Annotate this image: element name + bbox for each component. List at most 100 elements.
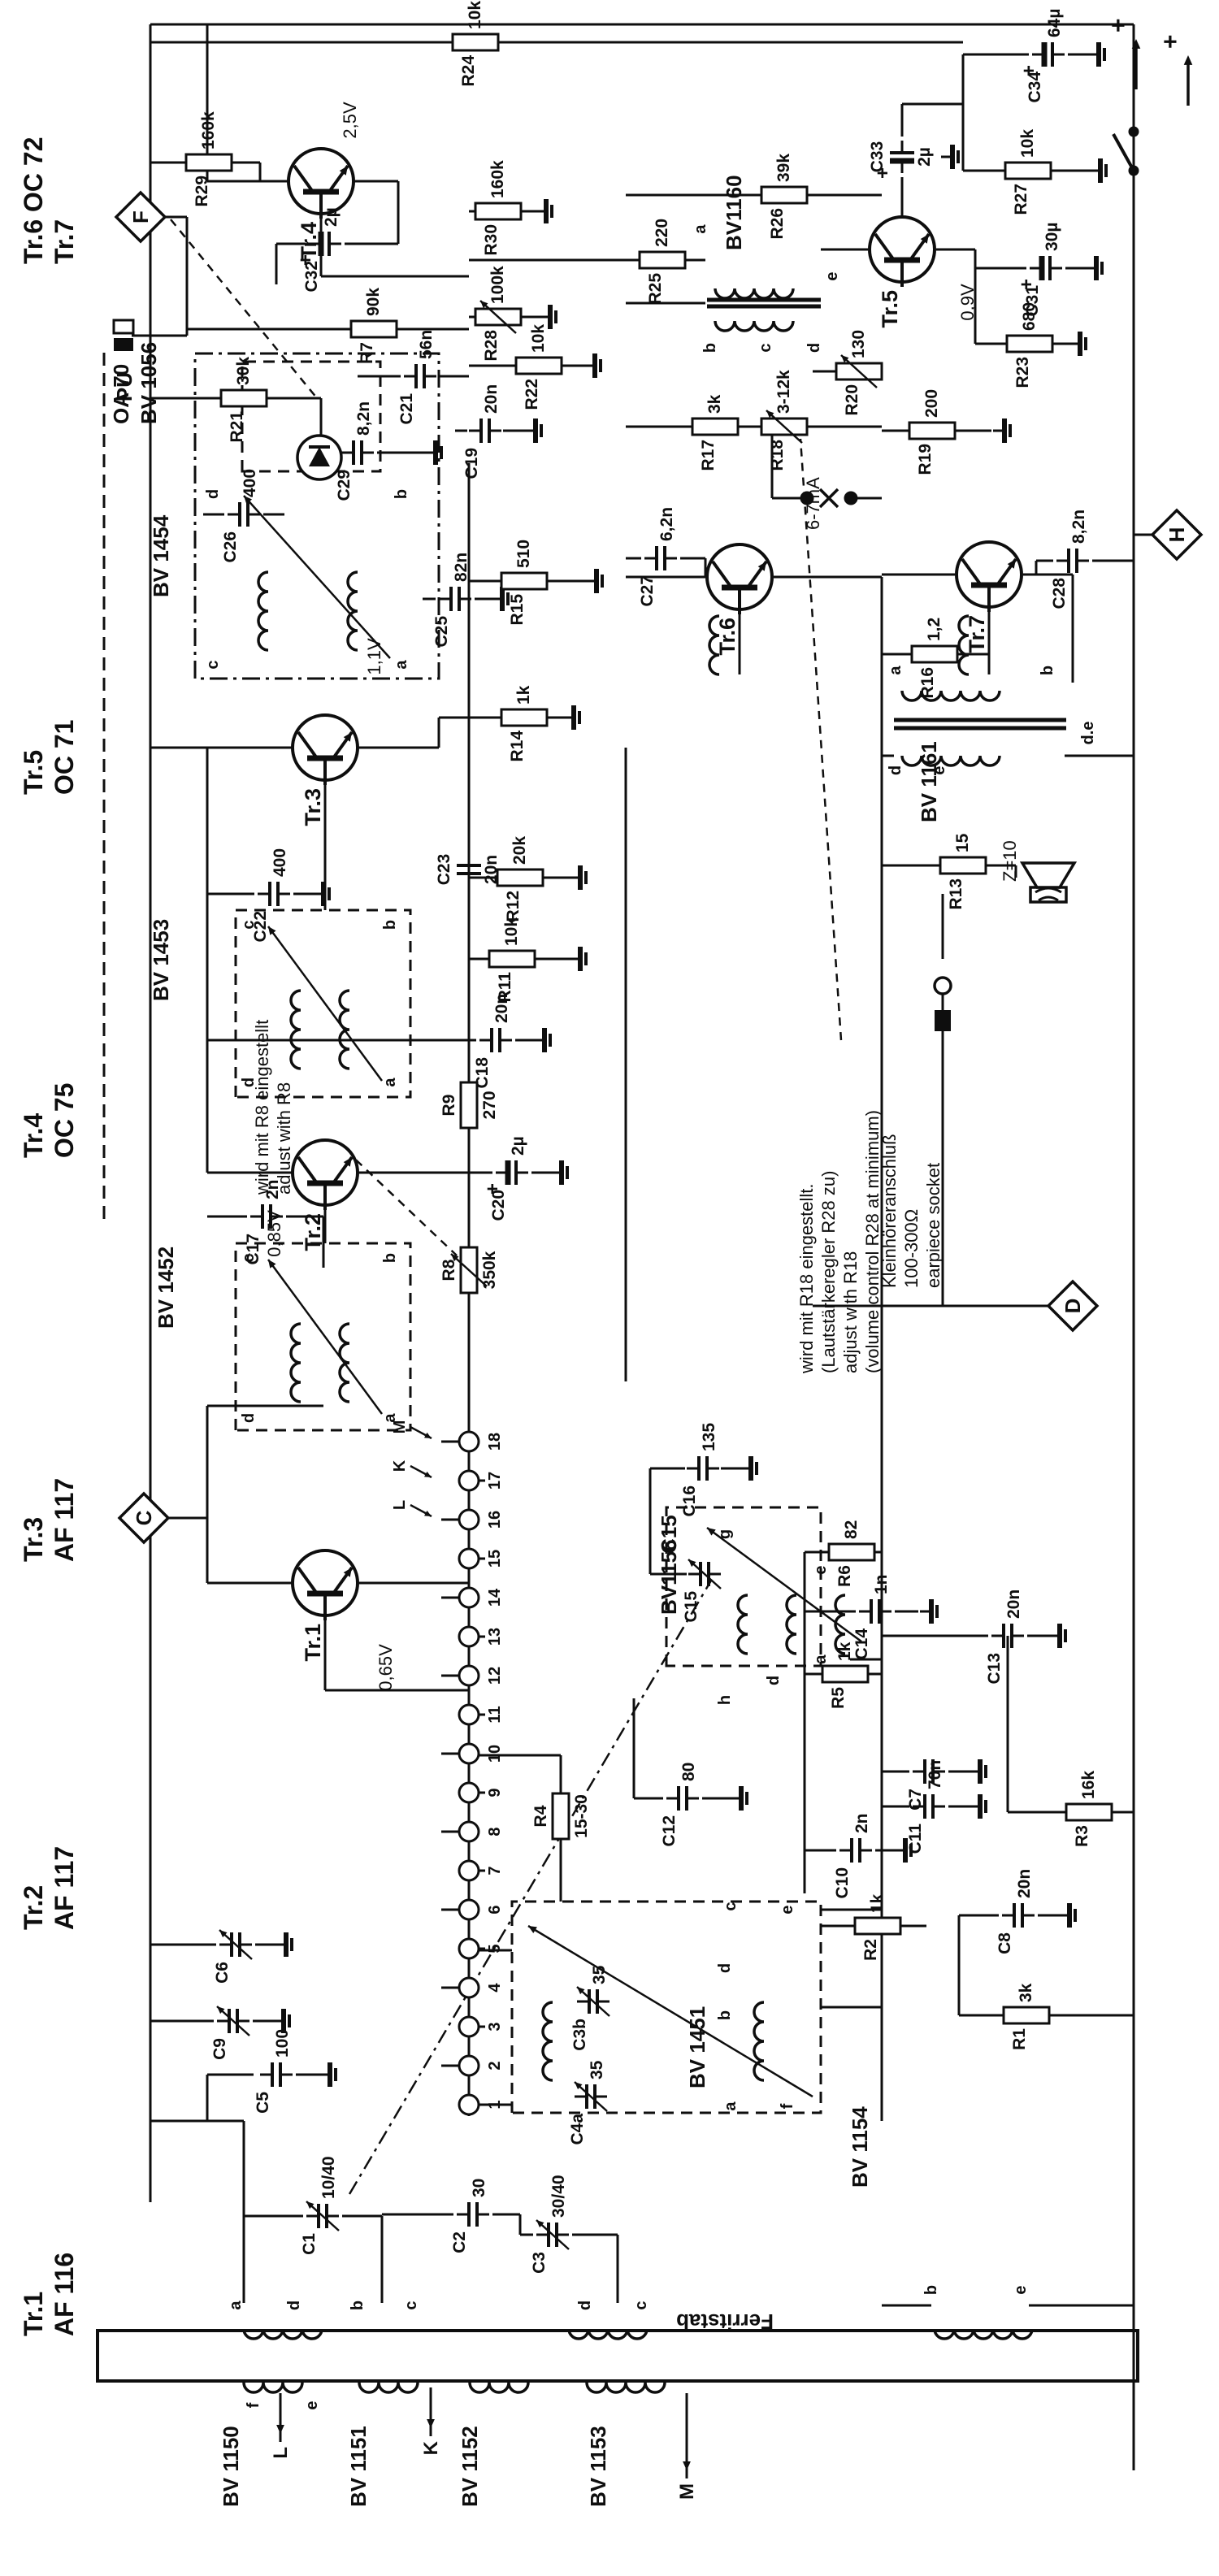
cap-value: 20n (1015, 1869, 1034, 1898)
resistor-value: 15-30 (572, 1794, 591, 1838)
transistor-name: Tr.4 (297, 222, 321, 260)
pin-letter: a (381, 1413, 399, 1423)
connection-diamond-F (114, 190, 167, 244)
arrowhead-icon (920, 234, 929, 244)
arrowhead-icon (766, 410, 774, 418)
terminal-number: 16 (486, 1511, 504, 1529)
module-box (510, 1900, 822, 2114)
resistor-R14 (500, 708, 549, 727)
terminal-1 (458, 2093, 480, 2116)
pin-letter: c (632, 2301, 650, 2309)
annotation-earpiece: Kleinhöreranschluß (879, 1134, 900, 1288)
core-adjust-arrow (706, 1526, 862, 1643)
resistor-R6 (827, 1542, 876, 1562)
resistor-value: 100k (488, 266, 507, 304)
pin-letter: K (391, 1459, 409, 1472)
pin-letter: a (692, 224, 709, 234)
cap-value: 80 (679, 1763, 698, 1781)
transistor-collector (297, 731, 319, 760)
resistor-id: R17 (699, 440, 718, 471)
resistor-body (1065, 1802, 1113, 1822)
ground-icon (748, 1456, 758, 1481)
jack-plug (935, 1010, 951, 1031)
resistor-body (184, 153, 233, 172)
cap-id: C22 (251, 911, 270, 943)
pin-letter: d (204, 489, 222, 499)
arrowhead-icon (424, 1471, 432, 1477)
meter-x (818, 488, 839, 509)
annotation-speaker-impedance: Z=10 (1000, 840, 1020, 882)
terminal-16 (458, 1508, 480, 1531)
ground-icon (1057, 1624, 1067, 1648)
annotation-r18-adjust: (Lautstärkeregler R28 zu) (818, 1171, 839, 1373)
pin-letter: b (381, 1253, 399, 1263)
pin-letter: d (576, 2301, 594, 2310)
pin-letter: g (716, 1529, 734, 1539)
resistor-body (1005, 334, 1054, 353)
cap-value: 20n (482, 855, 501, 884)
cap-id: C5 (254, 2092, 272, 2114)
resistor-id: R29 (193, 176, 211, 207)
terminal-number: 1 (486, 2100, 504, 2109)
module-label: BV 1153 (586, 2426, 610, 2507)
resistor-value: 39k (774, 154, 793, 182)
pin-letter: e (779, 1905, 796, 1914)
resistor-R9 (459, 1081, 479, 1130)
cap-value: 30µ (1043, 223, 1061, 251)
ground-icon (1094, 256, 1104, 280)
ground-icon (544, 199, 553, 223)
leadout-K: K (420, 2440, 442, 2455)
terminal-number: 10 (486, 1745, 504, 1763)
polarity-plus: + (1018, 65, 1040, 76)
pin-letter: h (716, 1695, 734, 1705)
pu-pad (114, 338, 133, 351)
ground-icon (533, 418, 543, 443)
resistor-R1 (1002, 2006, 1051, 2025)
battery-plus: + (1157, 34, 1184, 49)
pin-letter: b (716, 2010, 734, 2020)
resistor-value: 10k (466, 1, 484, 29)
pin-letter: e (303, 2400, 321, 2409)
cap-value: 400 (241, 469, 259, 497)
terminal-3 (458, 2015, 480, 2038)
resistor-value: 1k (868, 1893, 887, 1913)
capacitor-C18 (490, 1028, 501, 1052)
module-label: BV 1453 (149, 919, 173, 1001)
resistor-value: 350k (480, 1251, 499, 1289)
pin-letter: c (402, 2301, 420, 2309)
resistor-body (496, 868, 544, 887)
annotation-r18-adjust: adjust with R18 (840, 1251, 861, 1373)
resistor-value: 160k (488, 160, 507, 198)
cap-value: 8,2n (354, 401, 373, 436)
transistor-collector (961, 557, 983, 587)
terminal-15 (458, 1547, 480, 1570)
capacitor-C2 (467, 2202, 479, 2227)
transistor-name: Tr.6 (715, 618, 740, 656)
annotation-r8-adjust: wird mit R8 eingestellt (252, 1020, 272, 1195)
arrowhead-icon (306, 2201, 315, 2210)
transistor-name: Tr.1 (301, 1624, 325, 1662)
capacitor-C8 (1013, 1903, 1024, 1928)
battery-plus: + (1105, 18, 1132, 33)
module-label: BV 1454 (149, 514, 173, 597)
arrowhead-icon (217, 2006, 225, 2014)
pin-letter: c (240, 1253, 258, 1262)
cap-id: C13 (985, 1653, 1004, 1685)
resistor-id: R4 (531, 1805, 550, 1827)
resistor-value: 3k (1017, 1983, 1035, 2002)
arrowhead-icon (688, 1559, 696, 1568)
pin-letter: b (701, 343, 719, 353)
terminal-4 (458, 1976, 480, 1999)
variable-arrow (450, 1253, 488, 1287)
variable-arrow (840, 354, 878, 388)
cap-id: C27 (638, 575, 657, 607)
resistor-id: R3 (1073, 1825, 1091, 1847)
cap-id: C12 (660, 1815, 679, 1847)
terminal-17 (458, 1469, 480, 1492)
ground-icon (739, 1786, 748, 1811)
resistor-R3 (1065, 1802, 1113, 1822)
resistor-value: 90k (364, 288, 383, 316)
arrowhead-icon (575, 2082, 583, 2090)
pin-letter: b (349, 2301, 367, 2310)
capacitor-C29 (352, 440, 363, 465)
